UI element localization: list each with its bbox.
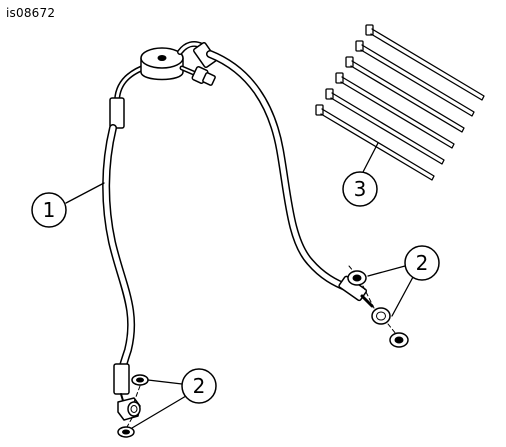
callout-circle-2-right	[404, 245, 440, 281]
cable-ties	[315, 24, 485, 181]
sealing-washer-left-lower	[117, 426, 135, 438]
callout-label-2-left: 2	[193, 374, 206, 398]
callout-circle-2-left	[181, 368, 217, 404]
callout-label-2-right: 2	[416, 251, 429, 275]
figure-id: is08672	[6, 6, 56, 20]
right-brake-hose	[192, 42, 391, 325]
leader-lines	[65, 142, 414, 429]
callout-label-3: 3	[354, 177, 367, 201]
alignment-lines	[126, 265, 397, 428]
left-brake-hose	[102, 63, 151, 421]
hose-junction-block	[140, 41, 216, 86]
sealing-washer-right-upper	[347, 270, 367, 286]
sealing-washer-right-lower	[389, 332, 409, 348]
callout-label-1: 1	[43, 198, 56, 222]
sealing-washer-left-upper	[131, 374, 149, 386]
callout-circle-1	[31, 192, 67, 228]
callout-circle-3	[342, 171, 378, 207]
